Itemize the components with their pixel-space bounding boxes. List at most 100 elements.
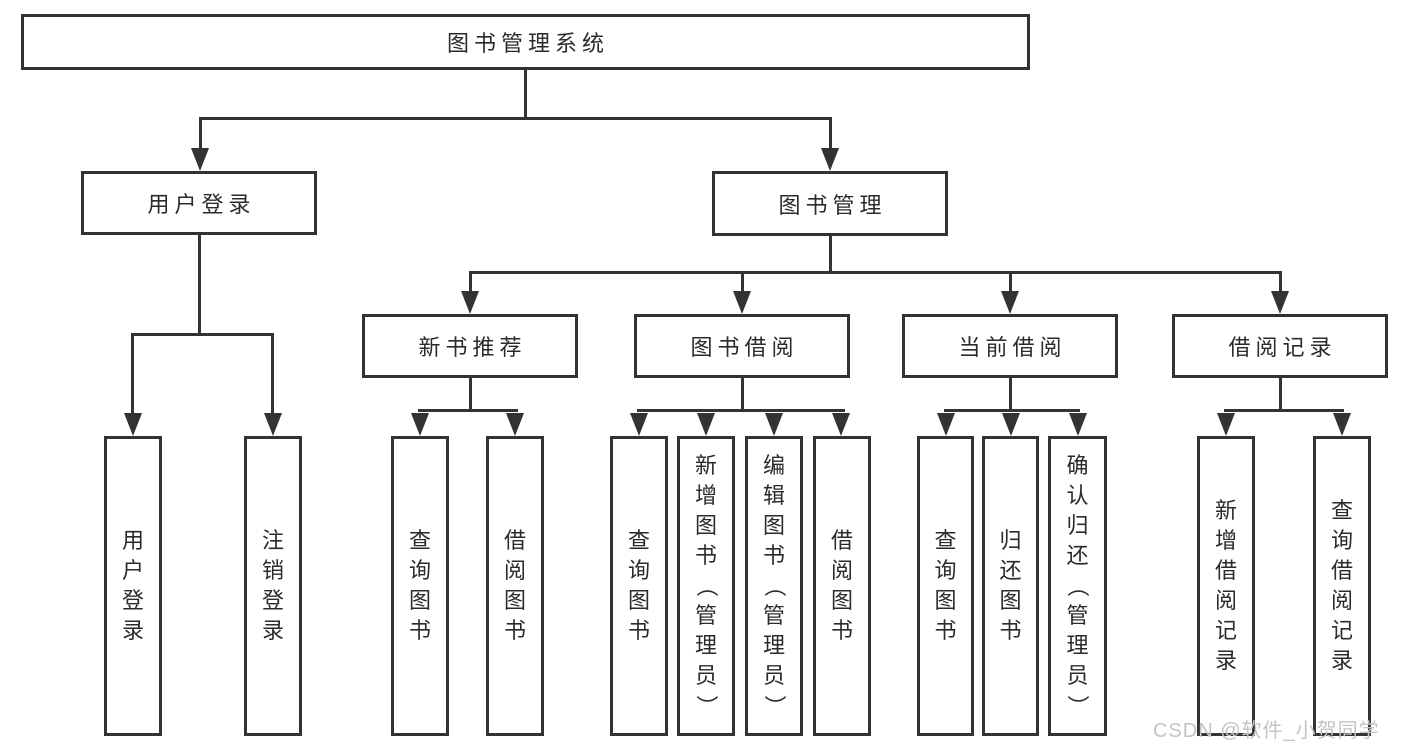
leaf-label-char: 员 [1066, 663, 1089, 688]
arrowhead [1333, 413, 1351, 436]
leaf-label-char: 询 [934, 558, 957, 583]
node-current-borrowing: 当前借阅 [902, 314, 1118, 378]
node-root: 图书管理系统 [21, 14, 1030, 70]
connector-drop-leaf [271, 335, 274, 415]
connector-drop-section [1279, 273, 1282, 293]
node-user-login-label: 用户登录 [147, 192, 256, 217]
leaf-label-char: 阅 [830, 558, 853, 583]
leaf-edit-book-admin: 编辑图书（管理员） [745, 436, 803, 736]
leaf-label-char: 户 [121, 558, 144, 583]
leaf-label-char: ） [693, 694, 719, 718]
leaf-label-char: 增 [1214, 528, 1237, 553]
leaf-label-char: 图 [694, 513, 717, 538]
leaf-label-char: 书 [408, 618, 431, 643]
leaf-label-char: 理 [694, 633, 717, 658]
leaf-label-char: 理 [1066, 633, 1089, 658]
leaf-label-char: 图 [408, 588, 431, 613]
connector-book-management-bus [469, 271, 1282, 274]
leaf-label-char: 图 [503, 588, 526, 613]
leaf-label-char: 录 [261, 618, 284, 643]
arrowhead [1217, 413, 1235, 436]
leaf-label-char: 记 [1214, 618, 1237, 643]
leaf-label-char: 书 [627, 618, 650, 643]
leaf-label-char: 书 [934, 618, 957, 643]
arrowhead [264, 413, 282, 436]
leaf-label-char: 登 [261, 588, 284, 613]
node-book-management-label: 图书管理 [778, 192, 887, 218]
leaf-label-char: 录 [1214, 648, 1237, 673]
arrowhead [1271, 291, 1289, 314]
arrowhead [411, 413, 429, 436]
leaf-label-char: 借 [1214, 558, 1237, 583]
arrowhead [506, 413, 524, 436]
connector-section-bus [637, 409, 845, 412]
leaf-label-char: 确 [1066, 453, 1089, 478]
leaf-label-char: （ [693, 574, 719, 598]
leaf-borrow-books-recommend: 借阅图书 [486, 436, 544, 736]
leaf-label-char: 图 [627, 588, 650, 613]
arrowhead [765, 413, 783, 436]
node-root-label: 图书管理系统 [446, 31, 609, 56]
leaf-label-char: 还 [1066, 543, 1089, 568]
leaf-label-char: 图 [762, 513, 785, 538]
leaf-label-char: 借 [830, 528, 853, 553]
node-book-borrowing-label: 图书借阅 [690, 335, 799, 360]
leaf-user-login: 用户登录 [104, 436, 162, 736]
leaf-label-char: 还 [999, 558, 1022, 583]
leaf-label-char: 管 [694, 603, 717, 628]
arrowhead [1001, 291, 1019, 314]
leaf-label-char: 登 [121, 588, 144, 613]
arrowhead [697, 413, 715, 436]
connector-section-stem [741, 378, 744, 411]
leaf-label-char: 增 [694, 483, 717, 508]
leaf-add-borrow-record: 新增借阅记录 [1197, 436, 1255, 736]
leaf-label-char: 查 [408, 528, 431, 553]
arrowhead [821, 148, 839, 171]
arrowhead [937, 413, 955, 436]
arrowhead [733, 291, 751, 314]
leaf-label-char: 书 [762, 543, 785, 568]
leaf-label-char: 图 [934, 588, 957, 613]
connector-section-stem [469, 378, 472, 411]
leaf-label-char: 管 [762, 603, 785, 628]
leaf-return-books: 归还图书 [982, 436, 1039, 736]
node-new-book-recommend: 新书推荐 [362, 314, 578, 378]
leaf-label-char: 销 [261, 558, 284, 583]
connector-drop-section [741, 273, 744, 293]
connector-drop-section [469, 273, 472, 293]
leaf-query-books-borrowing: 查询图书 [610, 436, 668, 736]
connector-section-stem [1009, 378, 1012, 411]
leaf-label-char: 理 [762, 633, 785, 658]
arrowhead [1069, 413, 1087, 436]
leaf-label-char: 管 [1066, 603, 1089, 628]
leaf-confirm-return-admin: 确认归还（管理员） [1048, 436, 1107, 736]
leaf-label-char: 员 [694, 663, 717, 688]
node-borrowing-records: 借阅记录 [1172, 314, 1388, 378]
leaf-label-char: 编 [762, 453, 785, 478]
node-borrowing-records-label: 借阅记录 [1228, 335, 1337, 360]
leaf-label-char: 录 [1330, 648, 1353, 673]
arrowhead [1002, 413, 1020, 436]
connector-section-bus [418, 409, 518, 412]
leaf-label-char: 书 [830, 618, 853, 643]
leaf-label-char: （ [1065, 574, 1091, 598]
connector-drop-section [1009, 273, 1012, 293]
connector-drop-user-login [199, 119, 202, 151]
leaf-borrow-books-borrowing: 借阅图书 [813, 436, 871, 736]
leaf-label-char: 录 [121, 618, 144, 643]
leaf-label-char: 阅 [1214, 588, 1237, 613]
leaf-label-char: 询 [627, 558, 650, 583]
leaf-label-char: 图 [830, 588, 853, 613]
leaf-label-char: ） [761, 694, 787, 718]
node-book-borrowing: 图书借阅 [634, 314, 850, 378]
leaf-label-char: 书 [694, 543, 717, 568]
leaf-label-char: 图 [999, 588, 1022, 613]
connector-section-bus [944, 409, 1080, 412]
leaf-query-books-recommend: 查询图书 [391, 436, 449, 736]
leaf-query-books-current: 查询图书 [917, 436, 974, 736]
leaf-label-char: 认 [1066, 483, 1089, 508]
connector-root-bus [199, 117, 832, 120]
node-book-management: 图书管理 [712, 171, 948, 236]
leaf-label-char: 员 [762, 663, 785, 688]
node-user-login: 用户登录 [81, 171, 317, 235]
